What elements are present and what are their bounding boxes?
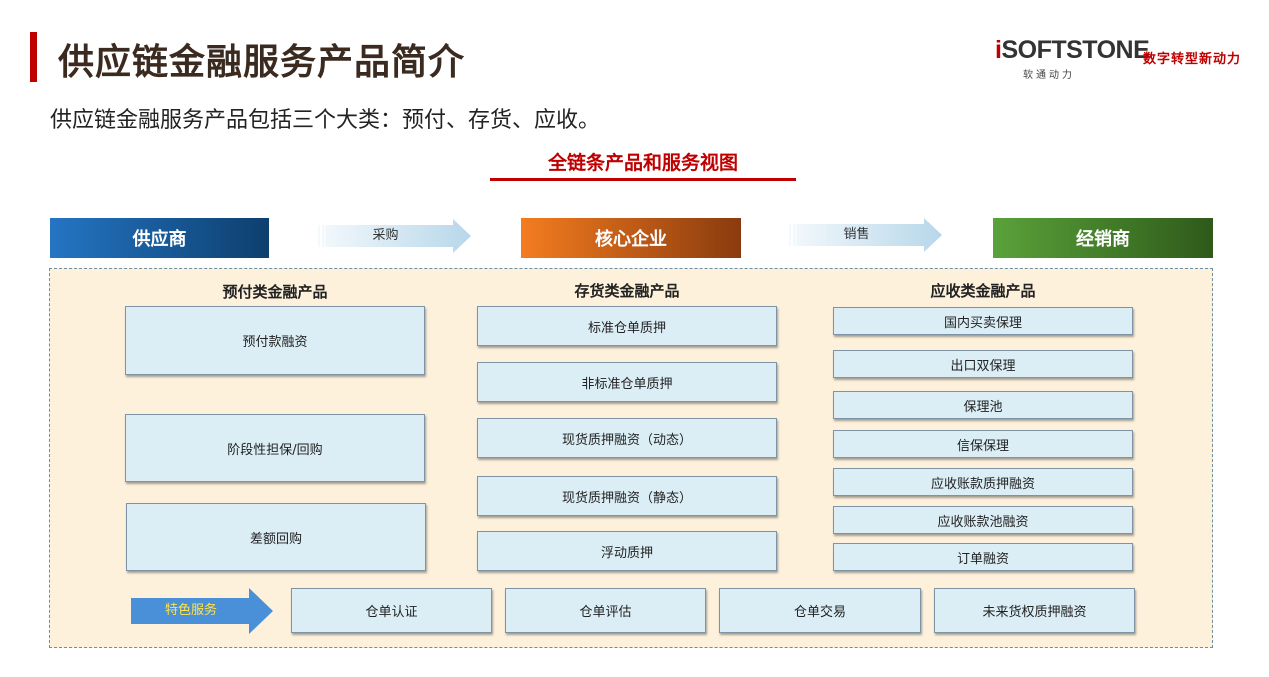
logo-i-mark: i (995, 36, 1002, 64)
logo-subtext: 软通动力 (1023, 70, 1075, 81)
prepay-product: 阶段性担保/回购 (125, 414, 425, 482)
receivable-product: 国内买卖保理 (833, 307, 1133, 335)
inventory-product: 非标准仓单质押 (477, 362, 777, 402)
special-services-label: 特色服务 (164, 603, 217, 618)
entity-supplier: 供应商 (50, 218, 269, 258)
inventory-product: 浮动质押 (477, 531, 777, 571)
special-service-item: 仓单认证 (291, 588, 492, 633)
receivable-product: 出口双保理 (833, 350, 1133, 378)
special-service-item: 仓单评估 (505, 588, 706, 633)
inventory-column-title: 存货类金融产品 (574, 282, 680, 300)
sales-flow-arrow: 销售 (789, 218, 942, 252)
inventory-product: 现货质押融资（动态） (477, 418, 777, 458)
entity-core-enterprise: 核心企业 (521, 218, 741, 258)
softstone-logo: iSOFTSTONE 软通动力 (995, 36, 1150, 81)
purchase-flow-arrow: 采购 (318, 219, 471, 253)
right-arrow-icon (318, 219, 471, 253)
inventory-product: 现货质押融资（静态） (477, 476, 777, 516)
page-title: 供应链金融服务产品简介 (58, 42, 466, 83)
page-subtitle: 供应链金融服务产品包括三个大类：预付、存货、应收。 (50, 108, 601, 133)
logo-text: SOFTSTONE (1001, 36, 1150, 64)
special-service-item: 未来货权质押融资 (934, 588, 1135, 633)
prepay-column-title: 预付类金融产品 (222, 283, 328, 301)
receivable-product: 应收账款质押融资 (833, 468, 1133, 496)
receivable-product: 订单融资 (833, 543, 1133, 571)
sales-label: 销售 (843, 227, 870, 242)
receivable-column-title: 应收类金融产品 (930, 282, 1036, 300)
inventory-product: 标准仓单质押 (477, 306, 777, 346)
right-arrow-icon (789, 218, 942, 252)
purchase-label: 采购 (372, 228, 399, 243)
receivable-product: 信保保理 (833, 430, 1133, 458)
entity-dealer: 经销商 (993, 218, 1213, 258)
receivable-product: 应收账款池融资 (833, 506, 1133, 534)
view-title: 全链条产品和服务视图 (547, 152, 738, 174)
special-service-item: 仓单交易 (719, 588, 921, 633)
logo-slogan: 数字转型新动力 (1143, 52, 1242, 67)
view-title-underline (490, 178, 796, 181)
title-accent-bar (30, 32, 37, 82)
logo-wordmark: iSOFTSTONE (995, 36, 1150, 65)
right-arrow-icon (131, 588, 273, 634)
prepay-product: 预付款融资 (125, 306, 425, 375)
prepay-product: 差额回购 (126, 503, 426, 571)
receivable-product: 保理池 (833, 391, 1133, 419)
special-services-arrow: 特色服务 (131, 588, 273, 634)
